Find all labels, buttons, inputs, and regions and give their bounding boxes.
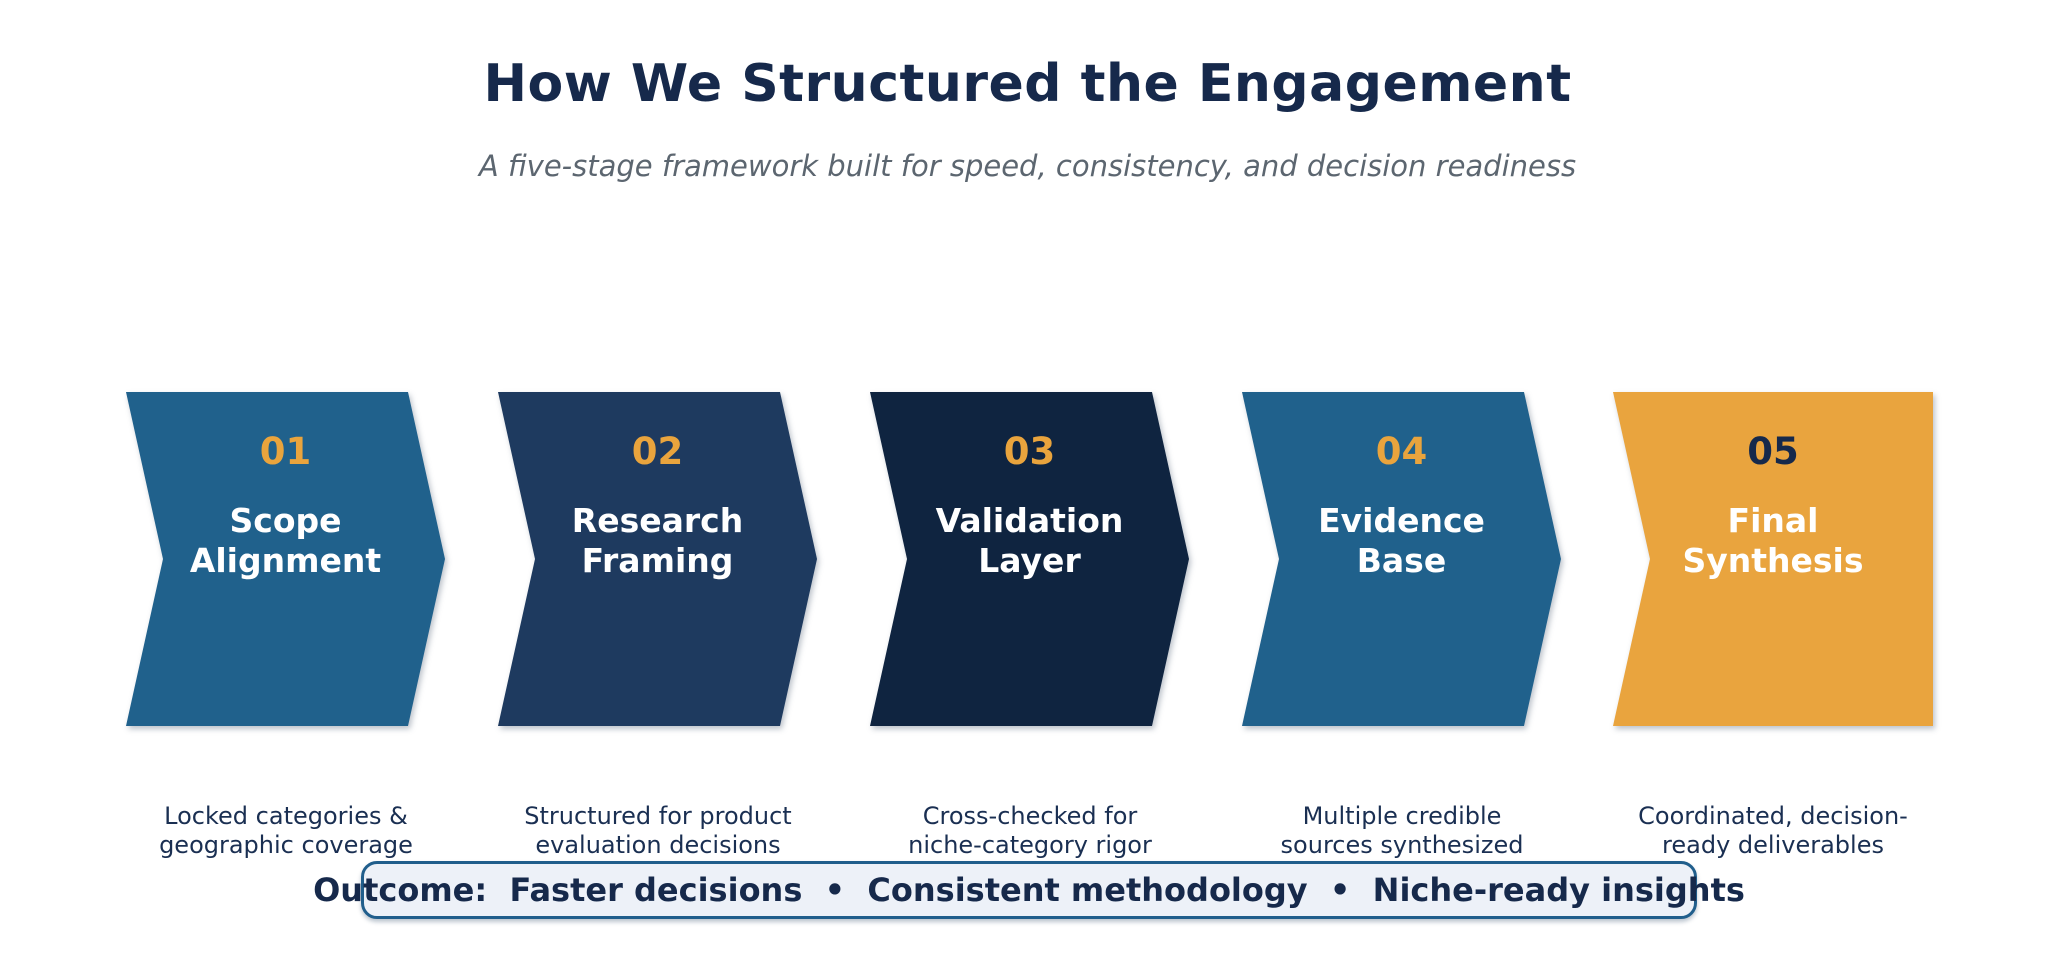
stage-3-title: Validation Layer [935, 501, 1124, 580]
stage-4-title: Evidence Base [1318, 501, 1485, 580]
stage-4-number: 04 [1375, 430, 1428, 473]
stage-5-chevron: 05 Final Synthesis [1613, 392, 1933, 726]
outcome-banner: Outcome: Faster decisions • Consistent m… [313, 861, 1745, 919]
outcome-banner-text: Outcome: Faster decisions • Consistent m… [313, 871, 1745, 909]
stage-5-title: Final Synthesis [1682, 501, 1864, 580]
stage-1-title: Scope Alignment [189, 501, 382, 580]
slide-title: How We Structured the Engagement [483, 54, 1572, 114]
stage-5: 05 Final Synthesis [1613, 392, 1933, 726]
stage-3: 03 Validation Layer [870, 392, 1189, 726]
stage-2-chevron: 02 Research Framing [498, 392, 817, 726]
stage-5-description: Coordinated, decision- ready deliverable… [1638, 802, 1908, 859]
stage-1-chevron: 01 Scope Alignment [126, 392, 445, 726]
stage-2-number: 02 [631, 430, 684, 473]
stage-2: 02 Research Framing [498, 392, 817, 726]
stage-4: 04 Evidence Base [1242, 392, 1561, 726]
stage-3-chevron: 03 Validation Layer [870, 392, 1189, 726]
stage-2-title: Research Framing [571, 501, 744, 580]
stage-1-description: Locked categories & geographic coverage [159, 802, 413, 859]
stage-4-description: Multiple credible sources synthesized [1280, 802, 1524, 859]
stage-4-chevron: 04 Evidence Base [1242, 392, 1561, 726]
stage-3-number: 03 [1003, 430, 1056, 473]
stage-1-number: 01 [259, 430, 312, 473]
stage-2-description: Structured for product evaluation decisi… [524, 802, 792, 859]
stage-1: 01 Scope Alignment [126, 392, 445, 726]
stage-3-description: Cross-checked for niche-category rigor [908, 802, 1152, 859]
slide-subtitle: A five-stage framework built for speed, … [478, 149, 1577, 183]
stage-5-number: 05 [1747, 430, 1799, 473]
